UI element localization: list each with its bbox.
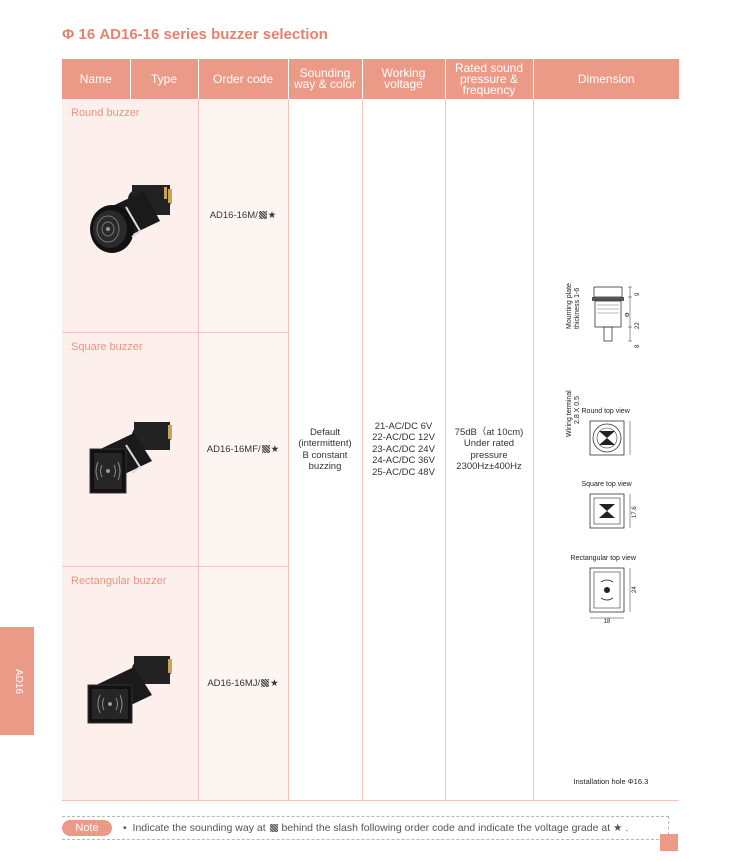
corner-decoration xyxy=(660,834,678,851)
side-tab-label: AD16 xyxy=(13,669,24,695)
phi-label: Φ xyxy=(624,313,630,319)
header-type: Type xyxy=(129,59,198,99)
note-box xyxy=(62,816,669,840)
rectangular-order-code: AD16-16MJ/★ xyxy=(197,566,288,801)
dimension-cell: Mounting plate thickness 1-6 Wiring term… xyxy=(532,99,680,801)
dim-9-label: 9 xyxy=(634,292,641,296)
mounting-plate-label: Mounting plate xyxy=(565,283,573,329)
square-buzzer-image xyxy=(89,422,172,494)
square-top-view-label: Square top view xyxy=(581,481,632,488)
header-sounding: Sounding way & color xyxy=(287,59,362,99)
round-top-view-label: Round top view xyxy=(581,408,630,415)
header-order-code: Order code xyxy=(197,59,288,99)
note-badge: Note xyxy=(62,820,112,836)
square-top-view-drawing xyxy=(589,493,630,529)
table-header-row: Name Type Order code Sounding way & colo… xyxy=(62,59,679,99)
rect-dim-w-label: 18 xyxy=(603,619,611,625)
dimension-drawings: Mounting plate thickness 1-6 Wiring term… xyxy=(534,99,680,800)
round-order-code: AD16-16M/★ xyxy=(197,99,288,333)
dim-22-label: 22 xyxy=(634,322,641,329)
header-dimension: Dimension xyxy=(532,59,679,99)
installation-hole-label: Installation hole Φ16.3 xyxy=(573,777,649,786)
voltage-cell: 21-AC/DC 6V 22-AC/DC 12V 23-AC/DC 24V 24… xyxy=(361,99,445,801)
sounding-way-placeholder-icon xyxy=(258,211,267,219)
square-order-code: AD16-16MF/★ xyxy=(197,332,288,567)
table-row: Rectangular buzzer AD16-16MJ/★ xyxy=(62,566,679,801)
square-buzzer-label: Square buzzer xyxy=(71,341,143,353)
rect-top-view-label: Rectangular top view xyxy=(570,555,636,562)
header-working-voltage: Working voltage xyxy=(361,59,445,99)
rectangular-buzzer-label: Rectangular buzzer xyxy=(71,575,167,587)
round-buzzer-label: Round buzzer xyxy=(71,107,140,119)
sounding-cell: Default (intermittent) B constant buzzin… xyxy=(287,99,362,801)
round-top-view-drawing xyxy=(589,420,630,456)
sounding-way-placeholder-icon xyxy=(261,445,270,453)
thickness-label: thickness 1-6 xyxy=(573,287,581,329)
selection-table: Name Type Order code Sounding way & colo… xyxy=(62,59,679,801)
square-buzzer-cell: Square buzzer xyxy=(62,332,198,567)
rectangular-buzzer-cell: Rectangular buzzer xyxy=(62,566,198,801)
header-rated: Rated sound pressure & frequency xyxy=(444,59,533,99)
rect-dim-h-label: 24 xyxy=(631,586,638,593)
sounding-way-placeholder-icon xyxy=(269,824,278,832)
table-row: Square buzzer AD16-16MF/★ xyxy=(62,332,679,567)
round-buzzer-image xyxy=(90,185,172,253)
rect-top-view-drawing xyxy=(589,567,630,619)
header-name: Name xyxy=(62,59,130,99)
rectangular-buzzer-image xyxy=(87,656,172,724)
page-title: Φ 16 AD16-16 series buzzer selection xyxy=(62,26,328,43)
side-tab: AD16 xyxy=(0,627,34,735)
terminal-size-label: 2.8 X 0.5 xyxy=(573,395,581,424)
sounding-way-placeholder-icon xyxy=(261,679,270,687)
note-text: • Indicate the sounding way at behind th… xyxy=(123,822,629,834)
table-row: Round buzzer AD16-16M/★ xyxy=(62,99,679,801)
dim-8-label: 8 xyxy=(634,344,641,348)
rated-cell: 75dB（at 10cm) Under rated pressure 2300H… xyxy=(444,99,533,801)
square-dim-label: 17.6 xyxy=(631,506,638,518)
wiring-terminal-label: Wiring terminal xyxy=(565,390,573,437)
round-buzzer-cell: Round buzzer xyxy=(62,99,198,333)
side-view-drawing xyxy=(591,286,632,342)
